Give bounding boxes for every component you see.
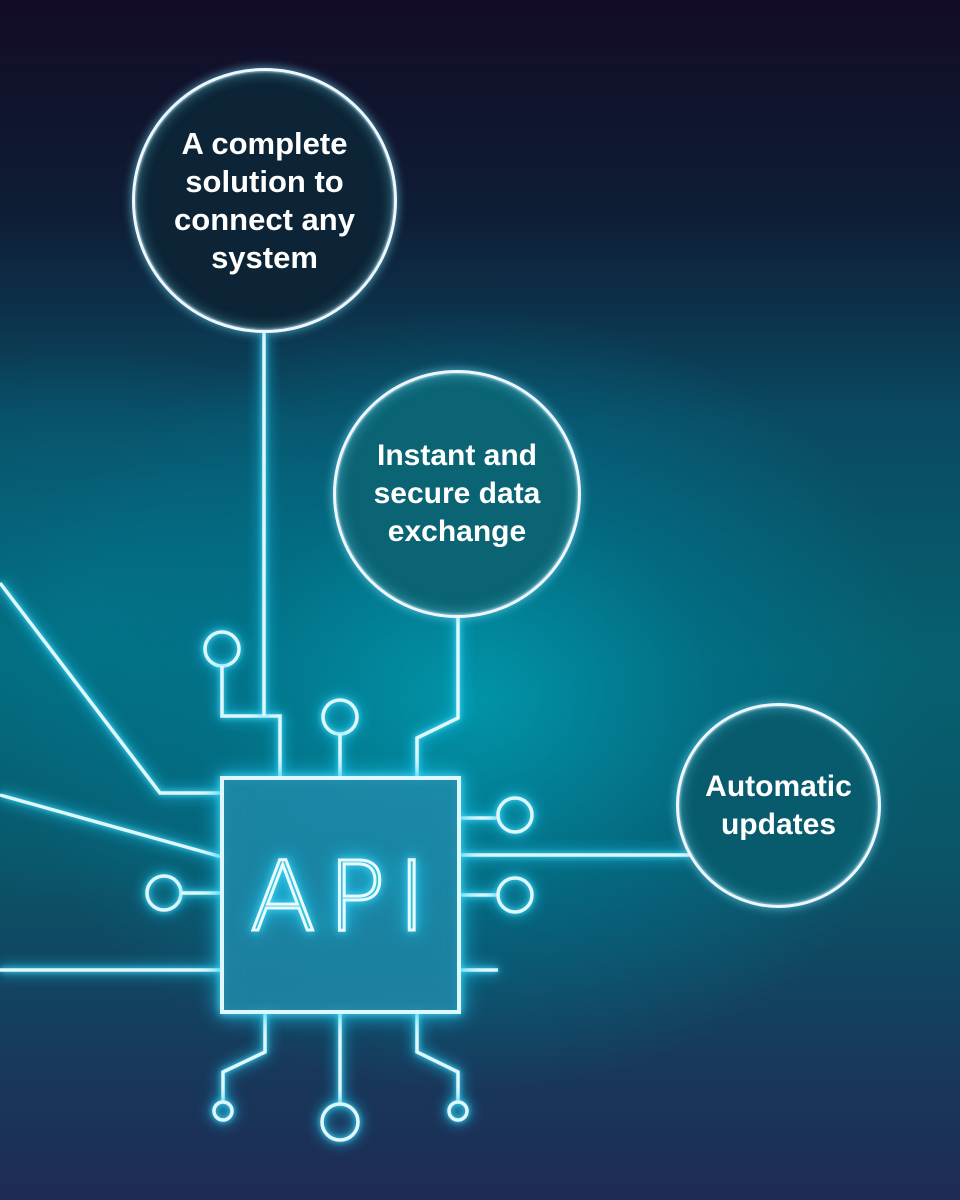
trace-pad-bottom-right xyxy=(415,1012,460,1102)
feature-text-connect: A complete solution to connect any syste… xyxy=(174,125,355,275)
pad-node-left xyxy=(145,874,183,912)
connector-bubble-2 xyxy=(415,616,460,778)
pad-node-top-middle xyxy=(321,698,359,736)
trace-pad-top-left xyxy=(220,666,282,778)
api-chip-label: API xyxy=(250,841,438,953)
trace-left-upper xyxy=(0,581,222,795)
feature-text-exchange: Instant and secure data exchange xyxy=(373,439,541,548)
pad-node-right-lower xyxy=(496,876,534,914)
pad-node-right-upper xyxy=(496,796,534,834)
pad-node-bottom-right xyxy=(447,1100,469,1122)
pad-node-bottom-left xyxy=(212,1100,234,1122)
trace-left-middle xyxy=(0,793,223,859)
pad-node-bottom-middle xyxy=(320,1102,360,1142)
feature-bubble-exchange: Instant and secure data exchange xyxy=(333,370,581,618)
trace-pad-bottom-left xyxy=(221,1012,267,1102)
feature-text-updates: Automatic updates xyxy=(705,769,852,841)
api-chip xyxy=(220,776,461,1014)
feature-bubble-connect: A complete solution to connect any syste… xyxy=(132,68,397,333)
feature-bubble-updates: Automatic updates xyxy=(676,703,881,908)
pad-node-top-left xyxy=(203,630,241,668)
